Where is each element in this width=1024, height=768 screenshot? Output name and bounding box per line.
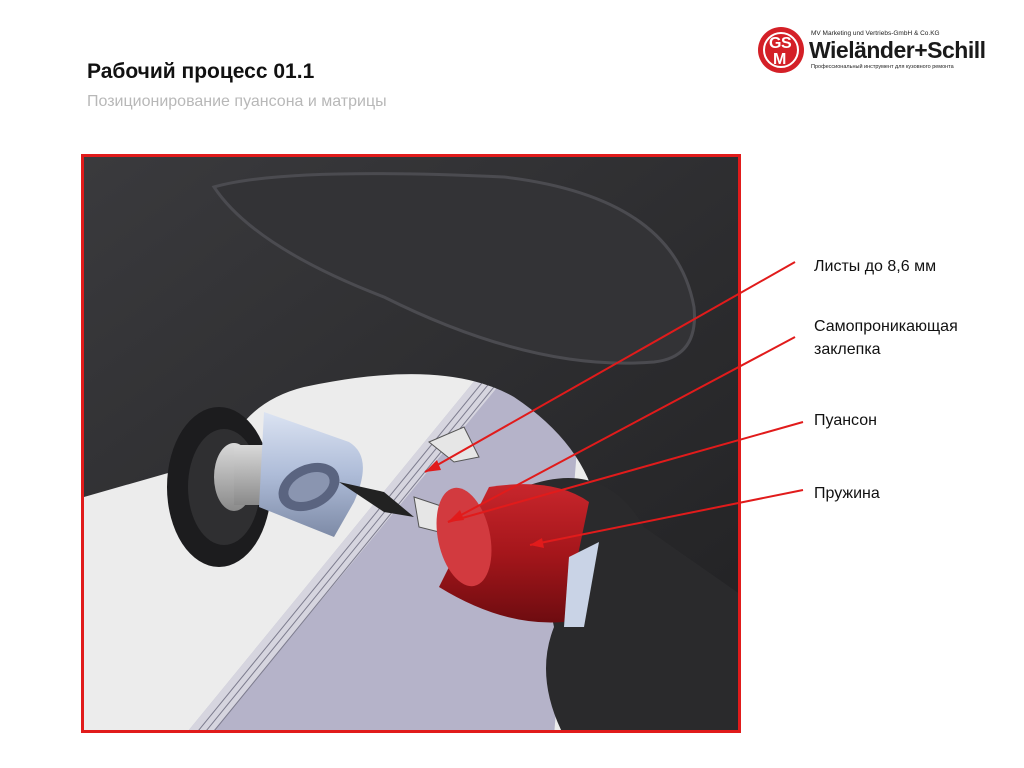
logo-name: Wieländer+Schill <box>809 37 986 63</box>
logo-tagline: MV Marketing und Vertriebs-GmbH & Co.KG <box>811 30 940 37</box>
riveting-tool-illustration <box>84 157 738 730</box>
logo-subline: Профессиональный инструмент для кузовног… <box>811 64 954 70</box>
page-subtitle: Позиционирование пуансона и матрицы <box>87 93 387 110</box>
callout-rivet: Самопроникающая заклепка <box>814 318 958 358</box>
callout-spring: Пружина <box>814 485 880 502</box>
svg-text:S: S <box>781 35 792 52</box>
svg-text:G: G <box>769 35 781 52</box>
gms-emblem-icon: G S M <box>758 27 804 73</box>
company-logo: G S M MV Marketing und Vertriebs-GmbH & … <box>757 26 986 80</box>
page-title: Рабочий процесс 01.1 <box>87 60 315 83</box>
callout-punch: Пуансон <box>814 412 877 429</box>
illustration-frame <box>81 154 741 733</box>
callout-sheets: Листы до 8,6 мм <box>814 258 937 275</box>
svg-text:M: M <box>773 51 786 68</box>
